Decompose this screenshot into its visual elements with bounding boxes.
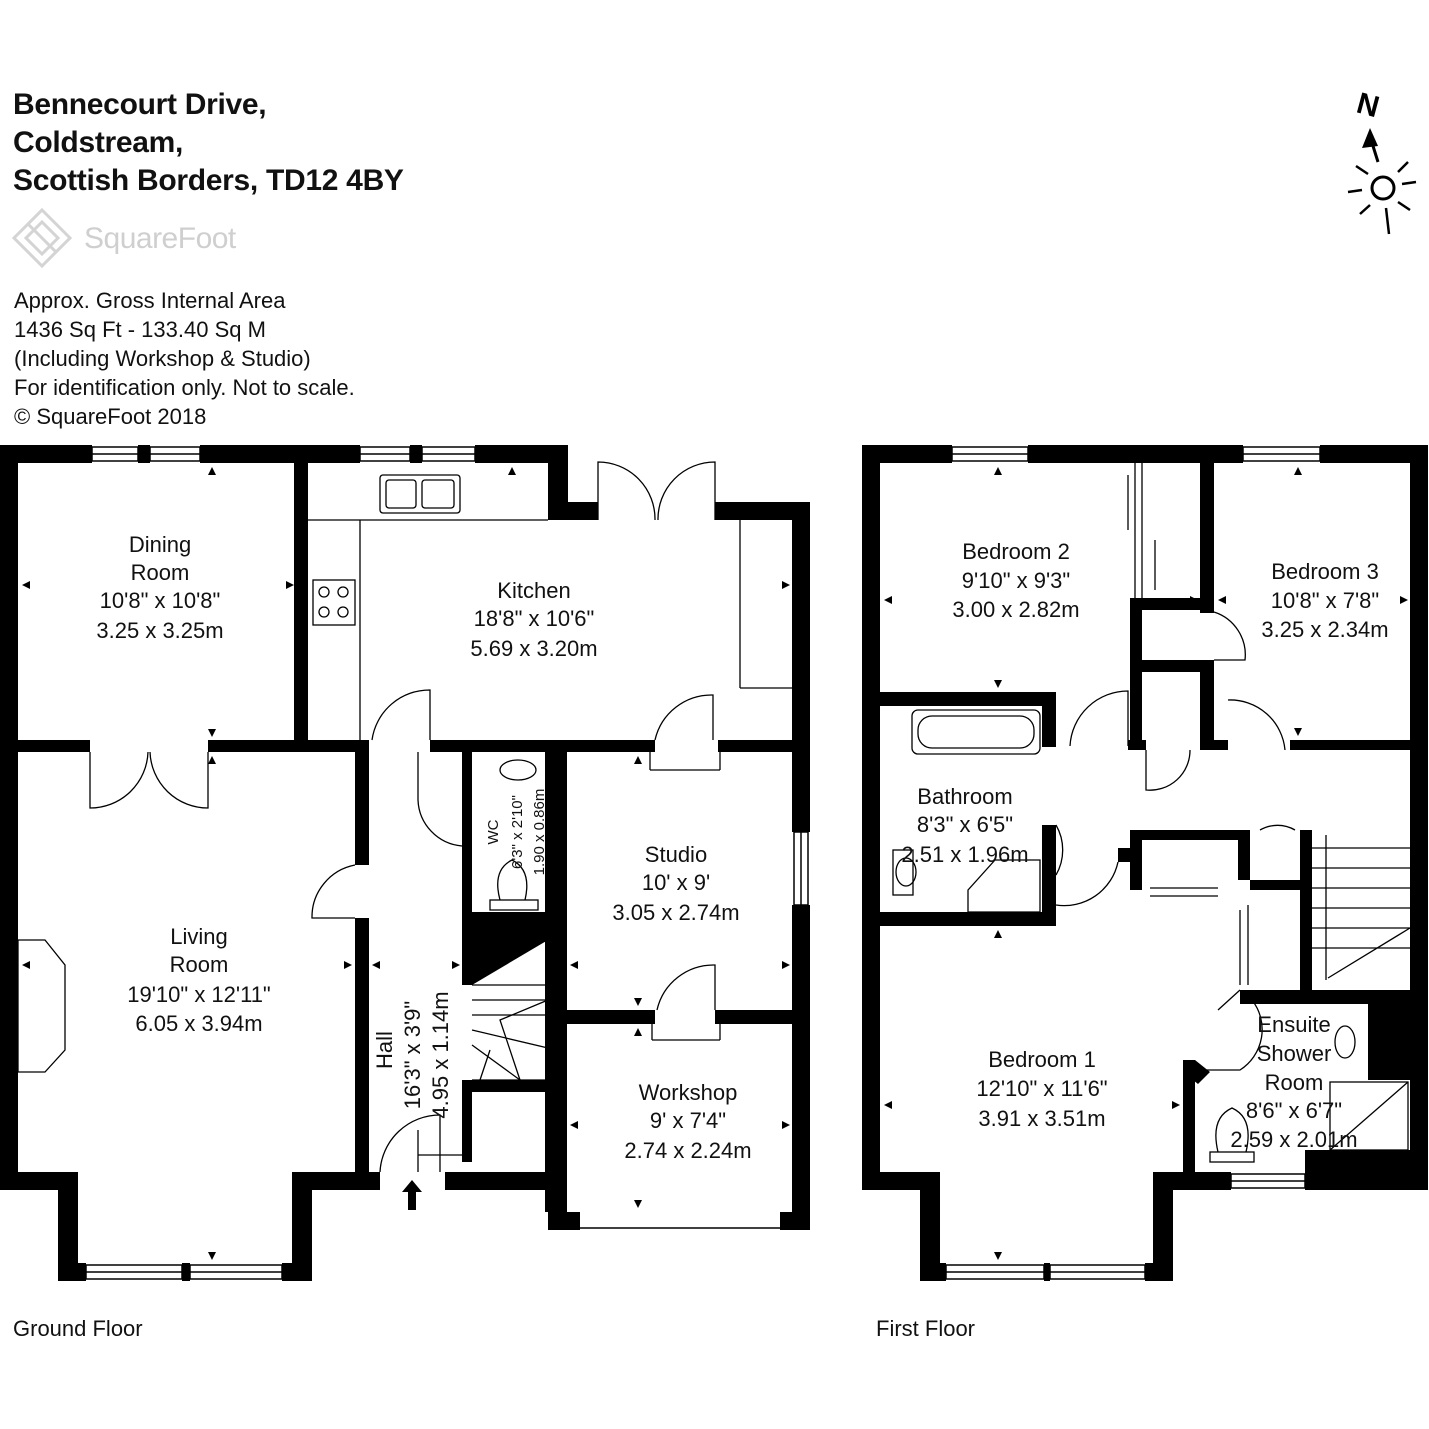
squarefoot-logo-icon xyxy=(12,208,73,269)
wc-name: WC xyxy=(485,819,502,844)
ground-floor-label: Ground Floor xyxy=(13,1316,143,1341)
workshop-imperial: 9' x 7'4" xyxy=(650,1108,726,1133)
bedroom2-metric: 3.00 x 2.82m xyxy=(952,597,1079,622)
room-bedroom-1: Bedroom 1 12'10" x 11'6" 3.91 x 3.51m xyxy=(976,1047,1107,1131)
bedroom3-imperial: 10'8" x 7'8" xyxy=(1271,588,1379,613)
info-line-3: (Including Workshop & Studio) xyxy=(14,346,311,371)
studio-metric: 3.05 x 2.74m xyxy=(612,900,739,925)
ground-floor-walls xyxy=(0,445,810,1281)
bedroom1-name: Bedroom 1 xyxy=(988,1047,1096,1072)
room-bathroom: Bathroom 8'3" x 6'5" 2.51 x 1.96m xyxy=(901,784,1028,867)
ensuite-name-3: Room xyxy=(1265,1070,1324,1095)
bedroom2-name: Bedroom 2 xyxy=(962,539,1070,564)
bedroom1-imperial: 12'10" x 11'6" xyxy=(976,1076,1107,1101)
room-wc: WC 6'3" x 2'10" 1.90 x 0.86m xyxy=(485,789,548,876)
info-line-4: For identification only. Not to scale. xyxy=(14,375,355,400)
living-name-1: Living xyxy=(170,924,227,949)
studio-name: Studio xyxy=(645,842,707,867)
ensuite-metric: 2.59 x 2.01m xyxy=(1230,1127,1357,1152)
address-line-3: Scottish Borders, TD12 4BY xyxy=(13,164,404,197)
area-info: Approx. Gross Internal Area 1436 Sq Ft -… xyxy=(14,286,355,431)
ensuite-name-1: Ensuite xyxy=(1257,1012,1330,1037)
property-address: Bennecourt Drive, Coldstream, Scottish B… xyxy=(13,86,404,200)
logo-wordmark: SquareFoot xyxy=(84,222,236,255)
dining-name-2: Room xyxy=(131,560,190,585)
bedroom2-imperial: 9'10" x 9'3" xyxy=(962,568,1070,593)
bedroom3-metric: 3.25 x 2.34m xyxy=(1261,617,1388,642)
room-kitchen: Kitchen 18'8" x 10'6" 5.69 x 3.20m xyxy=(470,578,597,661)
room-hall: Hall 16'3" x 3'9" 4.95 x 1.14m xyxy=(372,991,453,1118)
living-imperial: 19'10" x 12'11" xyxy=(127,982,271,1007)
workshop-name: Workshop xyxy=(639,1080,738,1105)
room-living: Living Room 19'10" x 12'11" 6.05 x 3.94m xyxy=(127,924,271,1036)
ensuite-imperial: 8'6" x 6'7" xyxy=(1246,1098,1342,1123)
room-bedroom-2: Bedroom 2 9'10" x 9'3" 3.00 x 2.82m xyxy=(952,539,1079,622)
bedroom3-name: Bedroom 3 xyxy=(1271,559,1379,584)
address-line-2: Coldstream, xyxy=(13,126,184,159)
bathroom-metric: 2.51 x 1.96m xyxy=(901,842,1028,867)
wc-metric: 1.90 x 0.86m xyxy=(531,789,548,876)
info-line-5: © SquareFoot 2018 xyxy=(14,404,207,429)
kitchen-name: Kitchen xyxy=(497,578,570,603)
info-line-2: 1436 Sq Ft - 133.40 Sq M xyxy=(14,317,266,342)
studio-imperial: 10' x 9' xyxy=(642,870,710,895)
hall-imperial: 16'3" x 3'9" xyxy=(400,1001,425,1109)
room-labels: Dining Room 10'8" x 10'8" 3.25 x 3.25m K… xyxy=(96,532,1388,1163)
compass-north-label: N xyxy=(1353,87,1382,124)
bedroom1-metric: 3.91 x 3.51m xyxy=(978,1106,1105,1131)
north-compass-icon: N xyxy=(1347,87,1417,235)
dimension-markers xyxy=(22,467,1408,1260)
ground-floor-doors xyxy=(17,461,792,1173)
ensuite-name-2: Shower xyxy=(1257,1041,1332,1066)
entrance-arrow-icon xyxy=(402,1180,422,1210)
living-metric: 6.05 x 3.94m xyxy=(135,1011,262,1036)
kitchen-metric: 5.69 x 3.20m xyxy=(470,636,597,661)
room-workshop: Workshop 9' x 7'4" 2.74 x 2.24m xyxy=(624,1080,751,1163)
first-floor-label: First Floor xyxy=(876,1316,975,1341)
address-line-1: Bennecourt Drive, xyxy=(13,88,267,121)
first-floor-fixtures xyxy=(892,463,1411,1163)
bathroom-imperial: 8'3" x 6'5" xyxy=(917,812,1013,837)
living-name-2: Room xyxy=(170,952,229,977)
bathroom-name: Bathroom xyxy=(917,784,1012,809)
room-ensuite: Ensuite Shower Room 8'6" x 6'7" 2.59 x 2… xyxy=(1230,1012,1357,1152)
dining-name-1: Dining xyxy=(129,532,191,557)
dining-metric: 3.25 x 3.25m xyxy=(96,618,223,643)
first-floor-windows xyxy=(863,446,1321,1280)
dining-imperial: 10'8" x 10'8" xyxy=(100,588,221,613)
wc-imperial: 6'3" x 2'10" xyxy=(509,795,526,869)
kitchen-imperial: 18'8" x 10'6" xyxy=(474,606,595,631)
workshop-metric: 2.74 x 2.24m xyxy=(624,1138,751,1163)
room-bedroom-3: Bedroom 3 10'8" x 7'8" 3.25 x 2.34m xyxy=(1261,559,1388,642)
hall-name: Hall xyxy=(372,1031,397,1069)
info-line-1: Approx. Gross Internal Area xyxy=(14,288,286,313)
room-studio: Studio 10' x 9' 3.05 x 2.74m xyxy=(612,842,739,925)
room-dining: Dining Room 10'8" x 10'8" 3.25 x 3.25m xyxy=(96,532,223,643)
ground-floor-windows xyxy=(85,446,809,1280)
hall-metric: 4.95 x 1.14m xyxy=(428,991,453,1118)
